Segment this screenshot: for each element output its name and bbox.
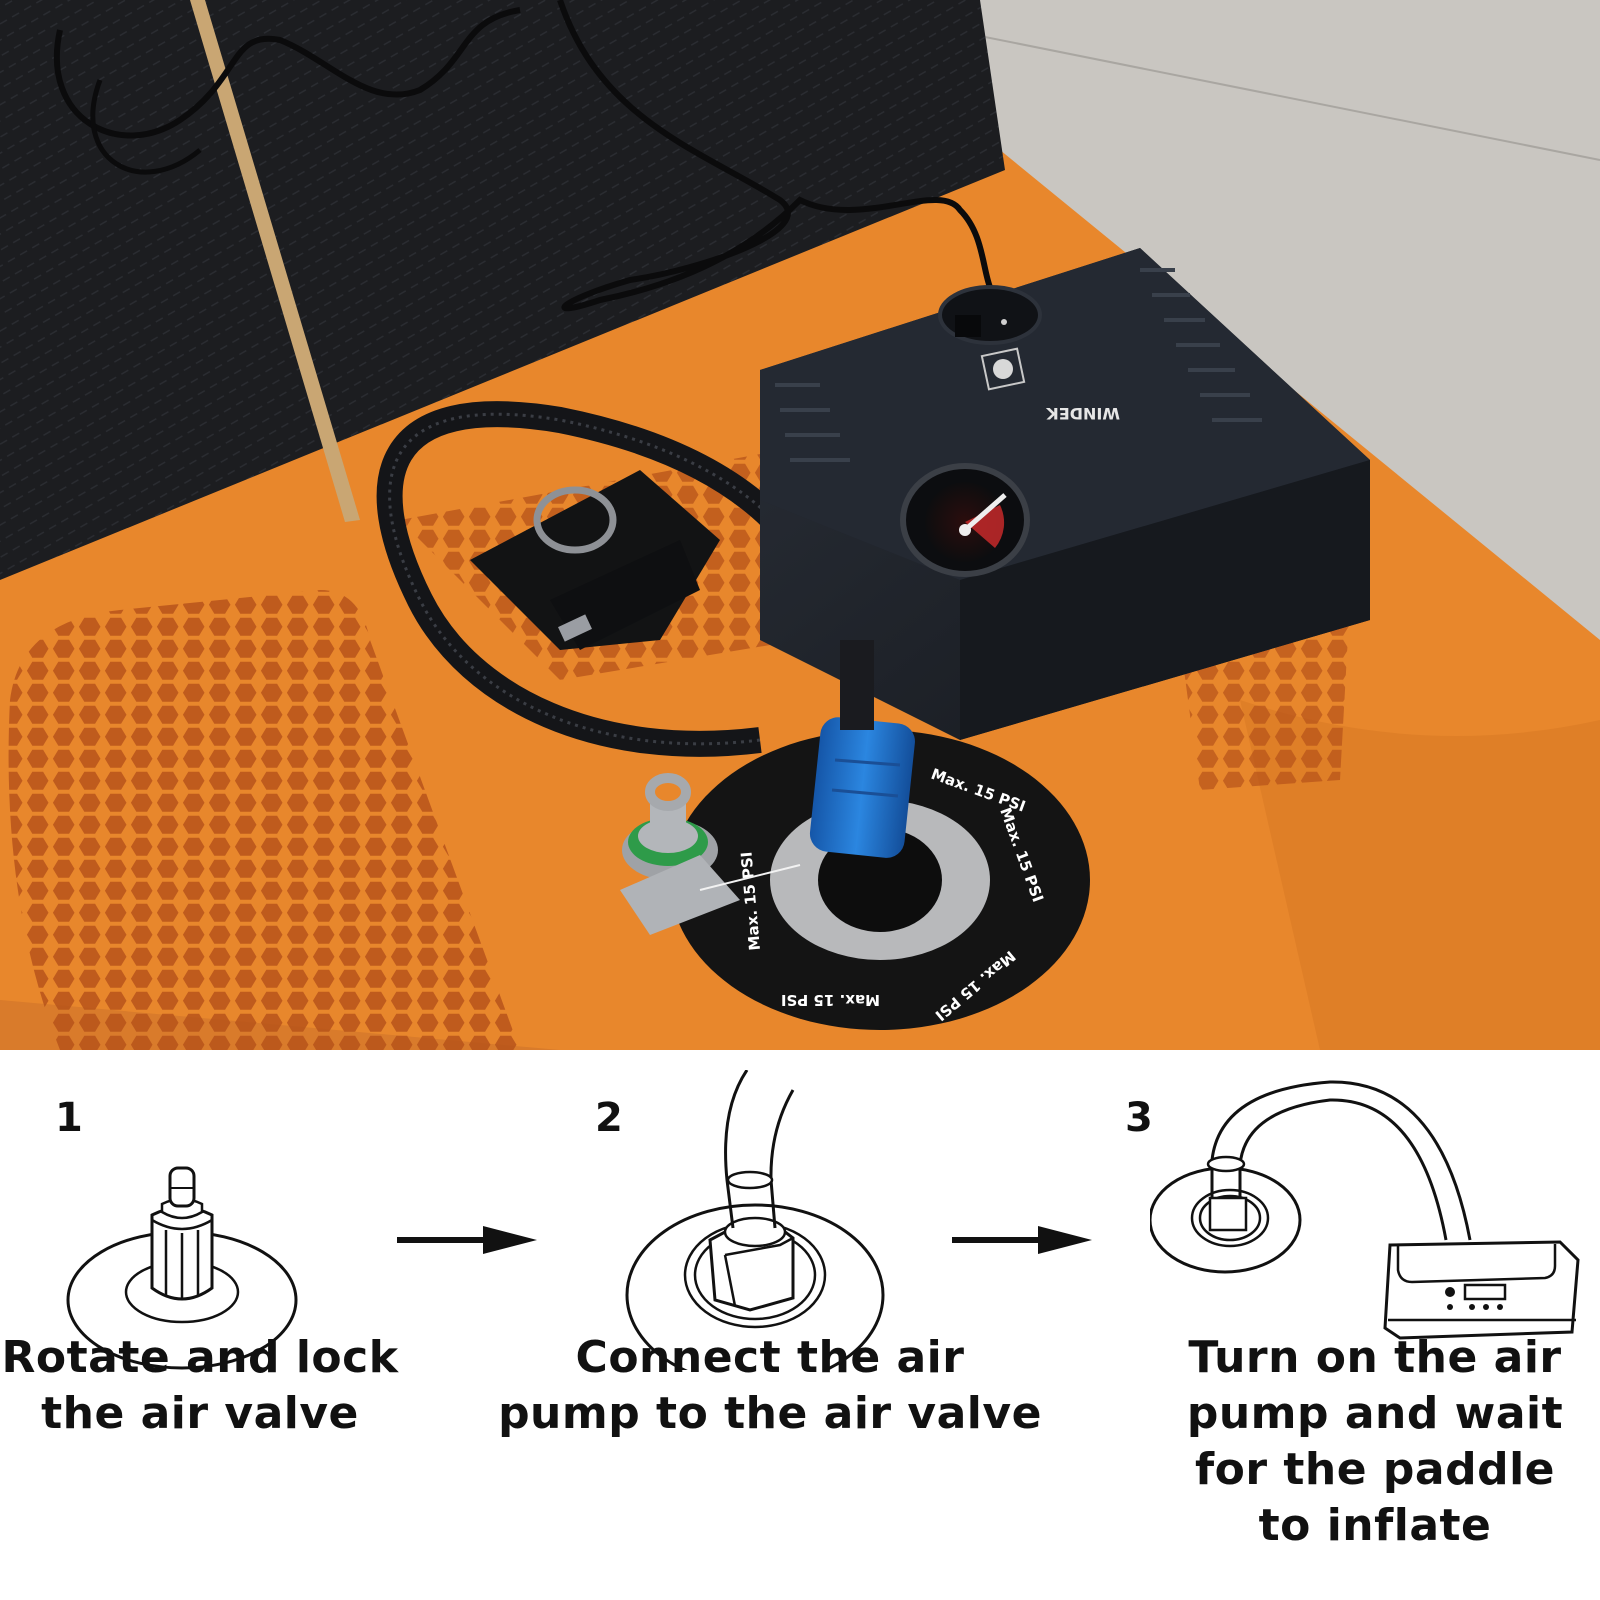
product-photo: WINDEK Max. 15 PSI Max. 15 PSI Max. 15 P… xyxy=(0,0,1600,1050)
arrow-right-icon xyxy=(397,1226,537,1254)
step-2-caption-line: Connect the air xyxy=(575,1332,965,1383)
step-3-caption-line: to inflate xyxy=(1258,1500,1492,1551)
step-2-caption: Connect the air pump to the air valve xyxy=(480,1330,1060,1442)
pump-brand-label: WINDEK xyxy=(1046,404,1120,423)
step-3-number: 3 xyxy=(1125,1095,1153,1141)
step-2-number: 2 xyxy=(595,1095,623,1141)
pump-inflating-icon xyxy=(1150,1080,1580,1340)
step-2-caption-line: pump to the air valve xyxy=(498,1388,1042,1439)
inflation-steps: 1 Rotate and lock the air valve 2 Connec… xyxy=(0,1050,1600,1600)
arrow-right-icon xyxy=(952,1226,1092,1254)
step-1-caption-line: Rotate and lock xyxy=(1,1332,399,1383)
step-1-caption-line: the air valve xyxy=(41,1388,359,1439)
step-1-number: 1 xyxy=(55,1095,83,1141)
valve-hose-connected-icon xyxy=(625,1070,885,1370)
step-3-caption-line: pump and wait xyxy=(1186,1388,1564,1439)
step-3-caption-line: for the paddle xyxy=(1194,1444,1555,1495)
step-3-caption: Turn on the air pump and wait for the pa… xyxy=(1150,1330,1600,1554)
step-1-caption: Rotate and lock the air valve xyxy=(0,1330,400,1442)
valve-ring-label: Max. 15 PSI xyxy=(781,991,880,1009)
valve-closed-icon xyxy=(66,1166,298,1370)
step-3-caption-line: Turn on the air xyxy=(1188,1332,1562,1383)
inflation-photo-illustration: WINDEK Max. 15 PSI Max. 15 PSI Max. 15 P… xyxy=(0,0,1600,1050)
